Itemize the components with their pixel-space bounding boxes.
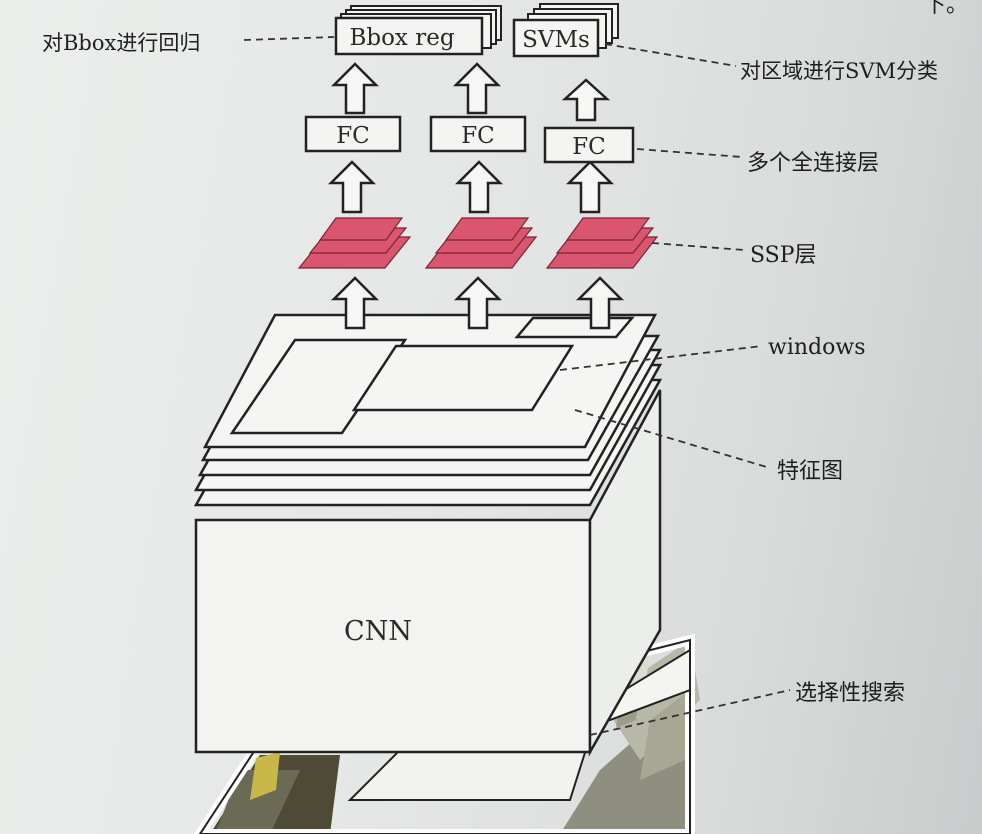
label-ssp-layer: SSP层 — [750, 243, 817, 268]
cnn-block: CNN — [194, 389, 662, 757]
label-bbox-regression: 对Bbox进行回归 — [42, 31, 200, 55]
ssp-layer-sheet — [318, 217, 404, 241]
arrow-up-icon — [327, 160, 377, 214]
fc-label: FC — [572, 134, 606, 160]
cnn-side-face — [588, 389, 662, 757]
cnn-label: CNN — [344, 616, 412, 647]
arrow-up-icon — [330, 62, 380, 115]
label-fully-connected: 多个全连接层 — [747, 151, 879, 176]
svms-label: SVMs — [522, 27, 590, 53]
label-svm-classify: 对区域进行SVM分类 — [740, 59, 938, 83]
ssp-stack — [297, 217, 412, 269]
ssp-layers — [297, 217, 659, 269]
corner-text-fragment: 下。 — [924, 0, 968, 18]
arrows — [327, 62, 625, 330]
svms-stack: SVMs — [512, 3, 619, 58]
leader-fc — [636, 148, 743, 158]
fc-box — [429, 115, 527, 153]
arrow-up-icon — [452, 62, 502, 115]
arrow-up-icon — [561, 78, 611, 122]
arrow-up-icon — [453, 276, 503, 330]
label-feature-map: 特征图 — [777, 459, 843, 484]
bbox-reg-label: Bbox reg — [349, 25, 454, 51]
arrow-up-icon — [454, 160, 504, 214]
feature-map-stack — [193, 313, 663, 507]
leader-bbox — [243, 36, 335, 41]
bbox-reg-stack: Bbox reg — [334, 5, 502, 56]
leader-lines — [243, 36, 791, 736]
window-region — [351, 344, 575, 412]
bbox-reg-box — [334, 16, 484, 56]
fc-layers: FC FC FC — [304, 115, 635, 164]
annotations: 对Bbox进行回归 对区域进行SVM分类 多个全连接层 SSP层 windows… — [42, 0, 968, 706]
window-region — [514, 316, 635, 339]
leader-selective-search — [589, 689, 791, 736]
fc-label: FC — [336, 123, 370, 149]
svms-box — [512, 18, 600, 58]
label-selective-search: 选择性搜索 — [795, 681, 905, 706]
label-windows: windows — [768, 335, 866, 360]
arrow-up-icon — [575, 276, 625, 330]
leader-feature-map — [574, 409, 771, 469]
fc-box — [543, 126, 635, 164]
ssp-layer-sheet — [565, 217, 651, 241]
leader-ssp — [651, 242, 745, 251]
ssp-layer-sheet — [444, 217, 530, 241]
ssp-stack — [545, 217, 659, 269]
arrow-up-icon — [565, 160, 615, 214]
fc-box — [304, 115, 402, 153]
fc-label: FC — [461, 123, 495, 149]
arrow-up-icon — [330, 276, 380, 330]
leader-windows — [559, 345, 763, 371]
window-region — [229, 338, 408, 435]
ssp-stack — [424, 217, 538, 269]
leader-svm — [604, 43, 737, 67]
